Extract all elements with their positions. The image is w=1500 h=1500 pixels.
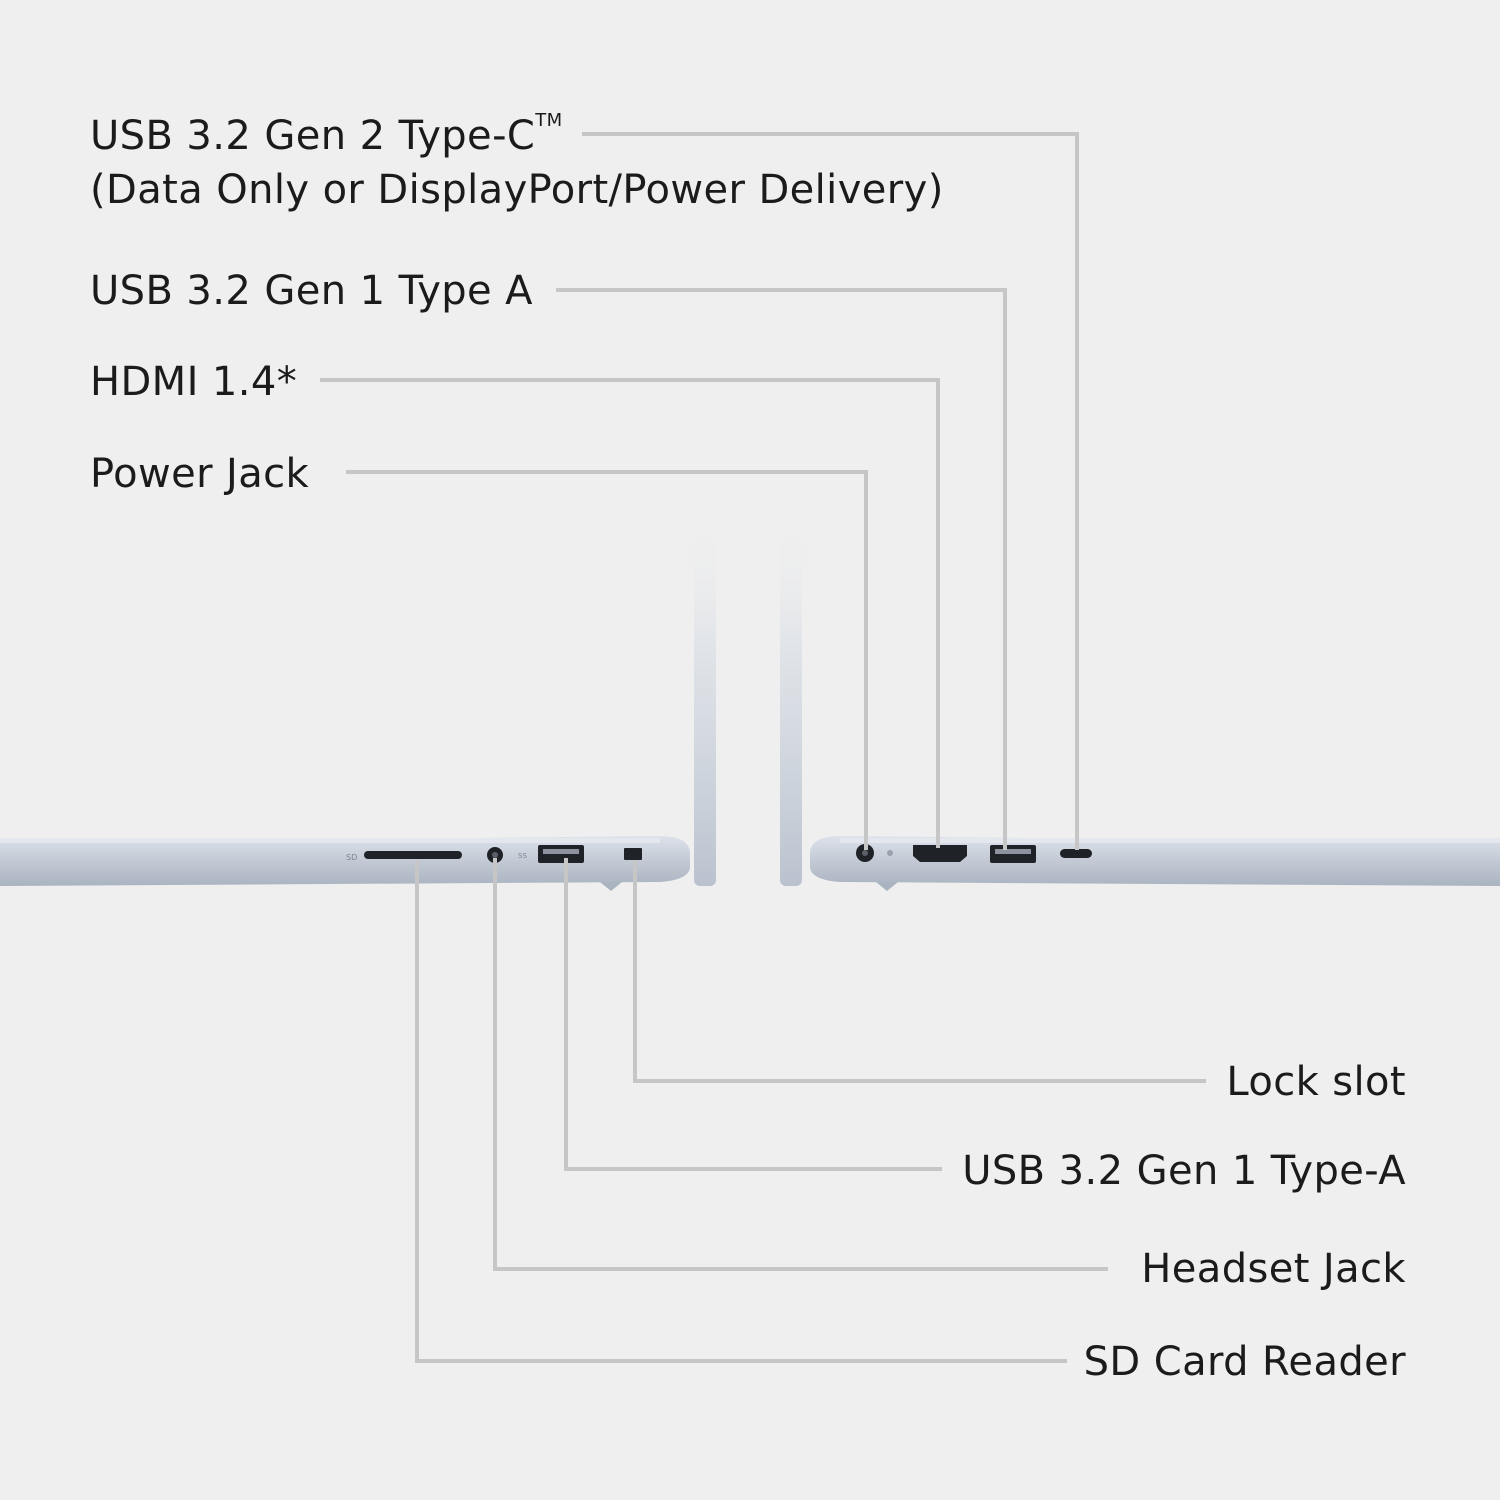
label-power-jack: Power Jack [90,451,310,497]
usb-ss-engraving: SS [518,852,527,860]
sd-engraving: SD [346,853,357,862]
leader-line-headset-jack [493,858,1108,1271]
label-usb-c: USB 3.2 Gen 2 Type-CTM [90,112,563,159]
laptop-left-keyboard-deck [0,838,660,843]
usb-c-port [1060,849,1092,858]
laptop-right-screen-edge [780,520,802,886]
lock-slot-port [624,848,642,860]
label-hdmi: HDMI 1.4* [90,359,298,405]
leader-line-lock-slot [633,860,1206,1083]
label-usb-a-left: USB 3.2 Gen 1 Type-A [962,1148,1406,1194]
label-usb-c-line1: USB 3.2 Gen 2 Type-C [90,113,536,159]
laptop-right-base [810,836,1500,886]
label-sd-card-reader: SD Card Reader [1083,1339,1406,1385]
laptop-right-foot [876,882,898,891]
leader-lines [320,132,1206,1363]
sd-card-reader-port [364,851,462,859]
laptop-left-side: SD SS [0,520,716,891]
usb-type-a-port-right-tongue [995,849,1031,854]
laptop-right-keyboard-deck [840,838,1500,843]
headset-jack-port-inner [492,852,498,858]
leader-line-usb-a-left [564,858,942,1171]
laptop-left-screen-edge [694,520,716,886]
leader-line-power-jack [346,470,868,850]
label-usb-c-line2: (Data Only or DisplayPort/Power Delivery… [90,167,944,213]
trademark-mark: TM [535,110,563,131]
laptop-right-side [780,520,1500,891]
laptop-left-foot [600,882,622,891]
label-usb-a-right: USB 3.2 Gen 1 Type A [90,268,533,314]
leader-line-usb-c [582,132,1079,850]
leader-line-usb-a-right [556,288,1007,850]
power-jack-port-inner [862,850,868,856]
power-led [887,850,893,856]
leader-line-hdmi [320,378,940,848]
leader-line-sd-card [415,860,1067,1363]
hdmi-port [913,845,967,862]
label-lock-slot: Lock slot [1226,1059,1406,1105]
laptop-left-base [0,836,690,886]
label-headset-jack: Headset Jack [1141,1246,1406,1292]
usb-type-a-port-left-tongue [543,849,579,854]
